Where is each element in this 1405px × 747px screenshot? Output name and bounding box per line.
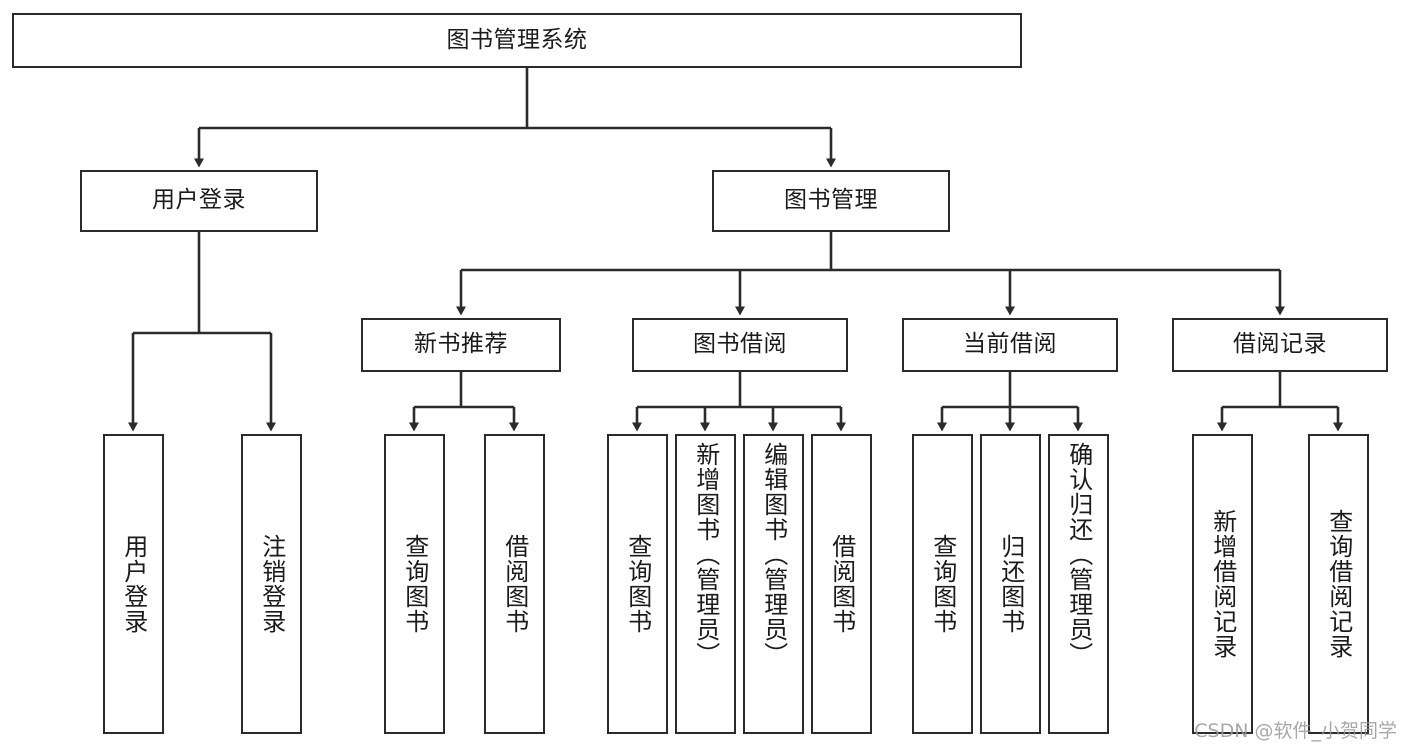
leaf-edit-book-label: 编辑图书（管理员） — [759, 442, 788, 667]
leaf-add-borrow-record[interactable]: 新增借阅记录 — [1192, 434, 1253, 734]
node-borrow-record-label: 借阅记录 — [1233, 331, 1327, 358]
node-root-system-label: 图书管理系统 — [446, 26, 588, 53]
leaf-confirm-return[interactable]: 确认归还（管理员） — [1048, 434, 1109, 734]
leaf-query-book-recommend-label: 查询图书 — [400, 534, 429, 634]
node-book-borrow[interactable]: 图书借阅 — [632, 318, 848, 372]
node-current-borrow[interactable]: 当前借阅 — [902, 318, 1118, 372]
node-borrow-record[interactable]: 借阅记录 — [1172, 318, 1388, 372]
node-current-borrow-label: 当前借阅 — [963, 331, 1057, 358]
leaf-user-logout[interactable]: 注销登录 — [241, 434, 302, 734]
node-book-manage[interactable]: 图书管理 — [712, 170, 950, 232]
leaf-user-login-label: 用户登录 — [119, 534, 148, 634]
leaf-borrow-book-recommend-label: 借阅图书 — [500, 534, 529, 634]
leaf-add-book[interactable]: 新增图书（管理员） — [675, 434, 736, 734]
node-new-book-recommend[interactable]: 新书推荐 — [361, 318, 561, 372]
leaf-query-book-current[interactable]: 查询图书 — [912, 434, 973, 734]
node-user-login-label: 用户登录 — [152, 187, 246, 214]
leaf-query-book-recommend[interactable]: 查询图书 — [384, 434, 445, 734]
leaf-query-borrow-record-label: 查询借阅记录 — [1324, 509, 1353, 659]
leaf-user-logout-label: 注销登录 — [257, 534, 286, 634]
leaf-query-book-borrow[interactable]: 查询图书 — [607, 434, 668, 734]
leaf-query-book-current-label: 查询图书 — [928, 534, 957, 634]
leaf-add-book-label: 新增图书（管理员） — [691, 442, 720, 667]
leaf-borrow-book-borrow-label: 借阅图书 — [827, 534, 856, 634]
node-book-borrow-label: 图书借阅 — [693, 331, 787, 358]
leaf-edit-book[interactable]: 编辑图书（管理员） — [743, 434, 804, 734]
leaf-return-book[interactable]: 归还图书 — [980, 434, 1041, 734]
leaf-query-book-borrow-label: 查询图书 — [623, 534, 652, 634]
node-root-system[interactable]: 图书管理系统 — [12, 13, 1022, 68]
node-user-login[interactable]: 用户登录 — [80, 170, 318, 232]
leaf-add-borrow-record-label: 新增借阅记录 — [1208, 509, 1237, 659]
leaf-borrow-book-recommend[interactable]: 借阅图书 — [484, 434, 545, 734]
csdn-watermark: CSDN @软件_小贺同学 — [1194, 720, 1397, 742]
leaf-user-login[interactable]: 用户登录 — [103, 434, 164, 734]
node-book-manage-label: 图书管理 — [784, 187, 878, 214]
leaf-query-borrow-record[interactable]: 查询借阅记录 — [1308, 434, 1369, 734]
leaf-confirm-return-label: 确认归还（管理员） — [1064, 442, 1093, 667]
leaf-borrow-book-borrow[interactable]: 借阅图书 — [811, 434, 872, 734]
leaf-return-book-label: 归还图书 — [996, 534, 1025, 634]
node-new-book-recommend-label: 新书推荐 — [414, 331, 508, 358]
